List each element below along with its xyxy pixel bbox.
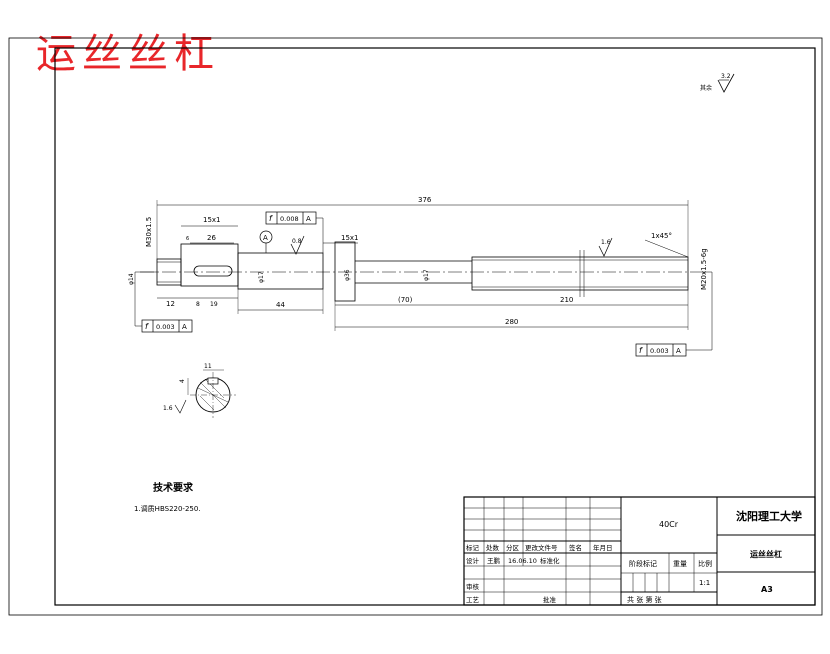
svg-text:王鹏: 王鹏 — [487, 556, 501, 565]
dim-overall-length: 376 — [156, 196, 689, 259]
roughness-note-top-right: 其余 3.2 — [700, 73, 735, 93]
svg-text:签名: 签名 — [569, 543, 582, 552]
label-dia-journal: φ17 — [258, 271, 265, 283]
svg-text:210: 210 — [560, 296, 573, 304]
svg-text:1x45°: 1x45° — [651, 232, 672, 240]
svg-text:0.008: 0.008 — [280, 215, 299, 223]
svg-text:比例: 比例 — [698, 559, 712, 568]
svg-text:f: f — [269, 214, 273, 223]
svg-text:工艺: 工艺 — [466, 596, 480, 604]
svg-text:12: 12 — [166, 300, 175, 308]
svg-text:更改文件号: 更改文件号 — [525, 543, 558, 552]
keyway-section-view: 11 4 1.6 — [163, 363, 236, 418]
svg-text:阶段标记: 阶段标记 — [629, 559, 657, 568]
svg-text:40Cr: 40Cr — [659, 520, 679, 529]
label-thread-right: M20x1.5-6g — [700, 248, 708, 290]
svg-text:年月日: 年月日 — [593, 543, 613, 552]
dim-groove-left: 15x1 — [181, 216, 238, 227]
svg-text:1.调质HBS220-250.: 1.调质HBS220-250. — [134, 504, 201, 513]
svg-text:280: 280 — [505, 318, 518, 326]
svg-text:技术要求: 技术要求 — [153, 481, 194, 494]
label-thread-left: M30x1.5 — [145, 217, 153, 247]
dim-groove-mid: 15x1 — [323, 234, 359, 244]
inner-frame — [54, 47, 816, 606]
svg-text:1.6: 1.6 — [163, 405, 173, 412]
svg-text:A: A — [182, 323, 187, 331]
svg-text:f: f — [639, 346, 643, 355]
svg-text:0.003: 0.003 — [650, 347, 669, 355]
svg-text:19: 19 — [210, 301, 218, 308]
title-block-grid — [463, 496, 816, 606]
svg-text:0.8: 0.8 — [292, 238, 302, 245]
svg-text:3.2: 3.2 — [721, 73, 731, 80]
svg-text:重量: 重量 — [673, 560, 687, 568]
label-dia-flange: φ36 — [344, 269, 351, 281]
svg-text:A: A — [263, 234, 268, 242]
svg-text:分区: 分区 — [506, 543, 520, 552]
svg-text:处数: 处数 — [486, 543, 500, 552]
label-dia-main: φ17 — [423, 269, 430, 281]
svg-text:44: 44 — [276, 301, 285, 309]
svg-text:共 张 第 张: 共 张 第 张 — [627, 595, 662, 604]
svg-text:0.003: 0.003 — [156, 323, 175, 331]
svg-text:15x1: 15x1 — [341, 234, 359, 242]
svg-text:26: 26 — [207, 234, 216, 242]
roughness-mid: 0.8 — [290, 235, 305, 255]
roughness-thread: 1.6 — [598, 237, 613, 257]
svg-text:6: 6 — [186, 236, 189, 242]
svg-text:15x1: 15x1 — [203, 216, 221, 224]
svg-text:f: f — [145, 322, 149, 331]
outer-frame — [8, 37, 823, 616]
svg-text:(70): (70) — [398, 296, 413, 304]
svg-text:设计: 设计 — [466, 556, 480, 565]
tolerance-frame-right: f 0.003 A — [635, 271, 713, 357]
svg-text:沈阳理工大学: 沈阳理工大学 — [736, 509, 802, 523]
label-dia-left: φ14 — [128, 273, 135, 285]
label-chamfer: 1x45° — [644, 232, 689, 258]
svg-text:11: 11 — [204, 363, 212, 370]
tolerance-frame-top: f 0.008 A — [265, 211, 324, 253]
svg-text:1:1: 1:1 — [699, 579, 710, 587]
dim-280: 280 — [334, 301, 688, 331]
dim-210: 210 — [472, 290, 689, 330]
svg-text:标记: 标记 — [466, 543, 480, 552]
tech-requirements: 技术要求 1.调质HBS220-250. — [134, 481, 201, 513]
svg-text:审核: 审核 — [466, 582, 480, 591]
dim-70: (70) — [335, 296, 472, 306]
svg-text:376: 376 — [418, 196, 432, 204]
dim-journal-length: 44 — [237, 289, 324, 314]
svg-text:1.6: 1.6 — [601, 239, 611, 246]
dim-bottom-left: 12 8 19 — [157, 297, 238, 308]
svg-text:批准: 批准 — [543, 595, 557, 604]
dim-keyway-length: 26 6 — [186, 234, 234, 244]
shaft-outline — [156, 241, 689, 302]
svg-text:16.06.10: 16.06.10 — [508, 557, 537, 565]
svg-text:A: A — [306, 215, 311, 223]
datum-a-marker: A — [259, 230, 273, 253]
svg-text:A3: A3 — [761, 585, 773, 594]
svg-text:4: 4 — [179, 379, 186, 383]
svg-text:其余: 其余 — [700, 84, 712, 92]
tolerance-frame-left: f 0.003 A — [134, 271, 193, 333]
title-stamp: 运丝丝杠 — [36, 31, 220, 77]
svg-text:A: A — [676, 347, 681, 355]
title-block-text: 40Cr 沈阳理工大学 运丝丝杠 A3 阶段标记 重量 比例 1:1 共 张 第… — [466, 509, 802, 604]
svg-text:运丝丝杠: 运丝丝杠 — [750, 549, 782, 559]
svg-text:标准化: 标准化 — [540, 556, 560, 565]
svg-text:8: 8 — [196, 301, 200, 308]
